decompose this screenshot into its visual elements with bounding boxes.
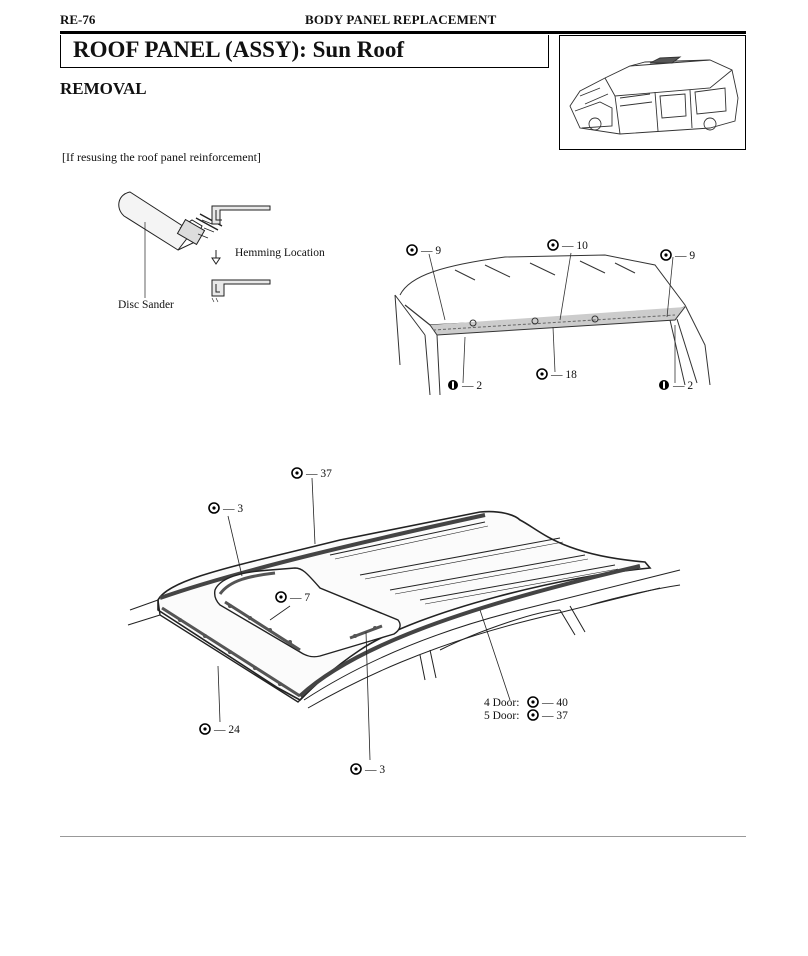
vehicle-thumbnail bbox=[559, 35, 746, 150]
callout-text: — 9 bbox=[420, 245, 441, 257]
title-box: ROOF PANEL (ASSY): Sun Roof bbox=[60, 35, 549, 68]
spot-weld-icon bbox=[350, 763, 362, 775]
header-rule bbox=[60, 31, 746, 34]
procedure-heading: REMOVAL bbox=[60, 79, 147, 98]
spot-weld-icon bbox=[536, 368, 548, 380]
callout-text: — 2 bbox=[461, 380, 482, 392]
callout-text: — 40 bbox=[541, 697, 568, 709]
page-code: RE-76 bbox=[60, 12, 96, 27]
vehicle-body-illustration bbox=[569, 56, 739, 135]
callout-text: — 10 bbox=[561, 240, 588, 252]
brazing-icon bbox=[448, 380, 458, 390]
spot-weld-icon bbox=[199, 723, 211, 735]
callout-text: — 18 bbox=[550, 369, 577, 381]
spot-weld-icon bbox=[660, 249, 672, 261]
callout-text: — 9 bbox=[674, 250, 695, 262]
door-label: 5 Door: bbox=[484, 710, 519, 722]
hemming-figure: Hemming Location Disc Sander bbox=[118, 191, 325, 311]
page-title: ROOF PANEL (ASSY): Sun Roof bbox=[73, 37, 404, 62]
callout-text: — 37 bbox=[541, 710, 568, 722]
side-rail-figure: — 9 — 10 — 9 — 18 — 2 — 2 bbox=[394, 239, 711, 396]
spot-weld-icon bbox=[406, 244, 418, 256]
roof-panel-figure: — 37 — 3 — 7 — 24 — 3 4 Door: — 40 5 Doo… bbox=[127, 467, 681, 776]
spot-weld-icon bbox=[527, 696, 539, 708]
spot-weld-icon bbox=[291, 467, 303, 479]
brazing-icon bbox=[659, 380, 669, 390]
section-title: BODY PANEL REPLACEMENT bbox=[305, 12, 497, 27]
spot-weld-icon bbox=[527, 709, 539, 721]
door-label: 4 Door: bbox=[484, 697, 519, 709]
callout-text: — 3 bbox=[222, 503, 243, 515]
callout-text: — 37 bbox=[305, 468, 332, 480]
spot-weld-icon bbox=[208, 502, 220, 514]
condition-note: [If resusing the roof panel reinforcemen… bbox=[62, 150, 261, 164]
disc-sander-label: Disc Sander bbox=[118, 299, 174, 311]
spot-weld-icon bbox=[275, 591, 287, 603]
callout-text: — 24 bbox=[213, 724, 240, 736]
callout-text: — 7 bbox=[289, 592, 310, 604]
footer-rule bbox=[60, 836, 746, 837]
spot-weld-icon bbox=[547, 239, 559, 251]
callout-text: — 2 bbox=[672, 380, 693, 392]
hemming-location-label: Hemming Location bbox=[235, 247, 325, 259]
callout-text: — 3 bbox=[364, 764, 385, 776]
